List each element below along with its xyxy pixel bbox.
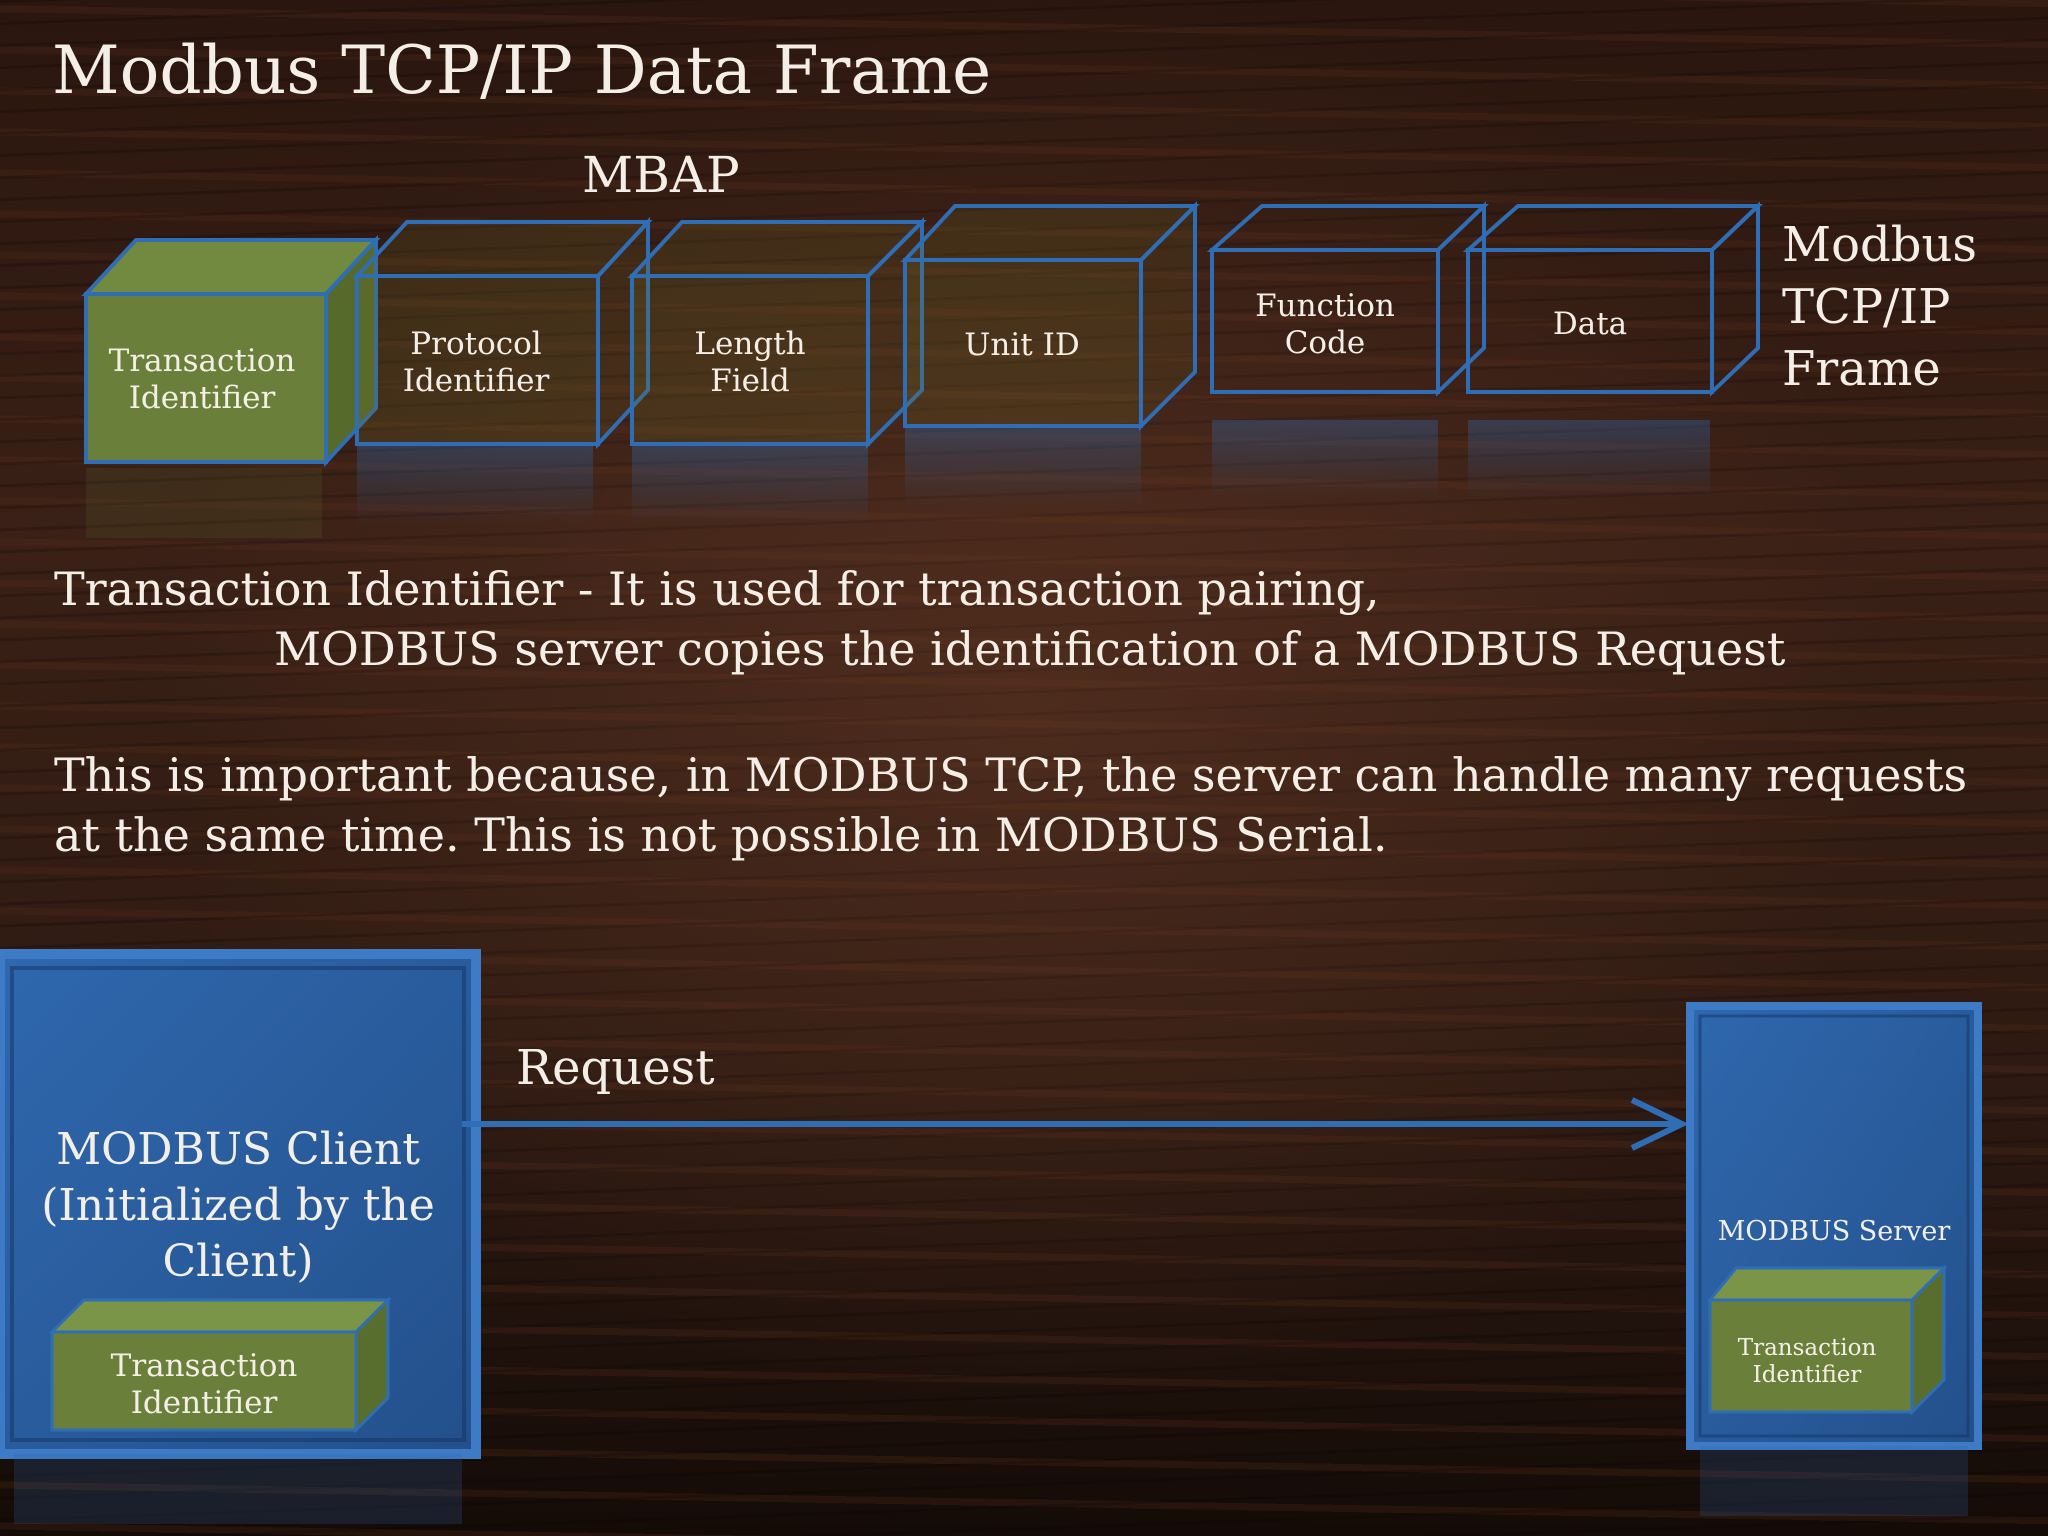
server-box-text: Identifier [1753,1362,1862,1388]
client-box-text: Transaction [111,1348,298,1384]
client-label-line: MODBUS Client [56,1124,420,1175]
server-transaction-identifier-box: Transaction Identifier [1706,1264,1948,1416]
frame-box-text: Identifier [129,380,276,416]
frame-box-text: Code [1285,325,1366,361]
client-transaction-identifier-box: Transaction Identifier [48,1296,392,1434]
mbap-label: MBAP [582,146,740,204]
description-line: MODBUS server copies the identification … [274,622,1786,676]
description-line: Transaction Identifier - It is used for … [54,562,1380,616]
frame-box-text: Field [710,363,790,399]
frame-box-length-field: Length Field [627,217,927,526]
client-label-line: (Initialized by the [41,1180,435,1231]
description-line: at the same time. This is not possible i… [54,808,1388,862]
server-box-text: Transaction [1738,1335,1877,1361]
frame-box-text: Identifier [403,363,550,399]
client-box-text: Identifier [131,1385,278,1421]
frame-box-unit-id: Unit ID [900,201,1200,508]
request-arrow [462,1097,1689,1151]
request-label: Request [516,1040,715,1096]
frame-label: Modbus TCP/IP Frame [1782,214,1977,400]
frame-box-function-code: Function Code [1206,201,1489,500]
client-label-line: Client) [162,1236,313,1287]
frame-box-transaction-identifier: Transaction Identifier [81,234,381,538]
frame-box-data: Data [1462,201,1763,500]
frame-box-protocol-identifier: Protocol Identifier [352,216,653,526]
frame-label-line: Modbus [1782,217,1978,273]
frame-box-text: Length [694,326,805,362]
frame-box-text: Unit ID [964,327,1079,363]
frame-label-line: Frame [1782,341,1941,397]
frame-box-text: Data [1553,306,1627,342]
page-title: Modbus TCP/IP Data Frame [52,32,992,109]
frame-box-text: Protocol [410,326,541,362]
description-line: This is important because, in MODBUS TCP… [54,748,1968,802]
server-label: MODBUS Server [1718,1216,1951,1247]
frame-label-line: TCP/IP [1782,279,1951,335]
frame-box-text: Function [1255,288,1395,324]
frame-box-text: Transaction [109,343,296,379]
modbus-client-panel: MODBUS Client (Initialized by the Client… [0,949,481,1524]
modbus-server-panel: MODBUS Server [1686,1002,1982,1516]
